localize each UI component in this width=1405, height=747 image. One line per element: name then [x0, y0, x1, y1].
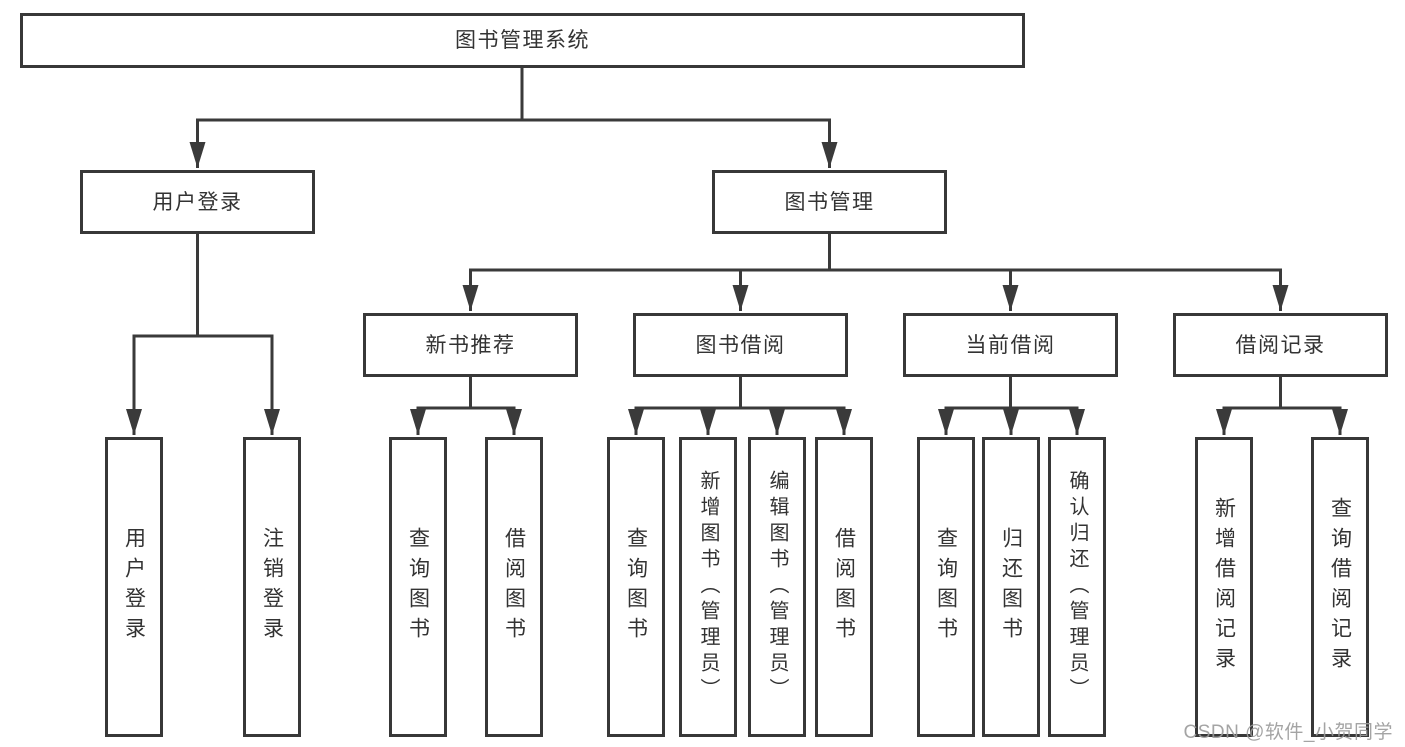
leaf-query-books-borrow: 查询图书: [607, 437, 665, 737]
node-new-book-recommend: 新书推荐: [363, 313, 578, 377]
leaf-query-books-recommend: 查询图书: [389, 437, 447, 737]
leaf-borrow-books: 借阅图书: [815, 437, 873, 737]
leaf-logout: 注销登录: [243, 437, 301, 737]
leaf-borrow-books-recommend: 借阅图书: [485, 437, 543, 737]
node-label: 图书管理系统: [455, 29, 590, 52]
csdn-watermark: CSDN @软件_小贺同学: [1183, 722, 1393, 743]
node-label: 新增借阅记录: [1212, 497, 1236, 677]
node-label: 注销登录: [260, 527, 284, 647]
connector-lines: [126, 68, 1348, 435]
leaf-add-books-admin: 新增图书（管理员）: [679, 437, 737, 737]
node-label: 查询图书: [406, 527, 430, 647]
node-user-login-group: 用户登录: [80, 170, 315, 234]
node-label: 用户登录: [152, 190, 243, 214]
node-label: 借阅记录: [1235, 333, 1326, 357]
leaf-edit-books-admin: 编辑图书（管理员）: [748, 437, 806, 737]
node-label: 用户登录: [122, 527, 146, 647]
node-book-borrowing: 图书借阅: [633, 313, 848, 377]
leaf-confirm-return-admin: 确认归还（管理员）: [1048, 437, 1106, 737]
node-label: 查询借阅记录: [1328, 497, 1352, 677]
node-label: 查询图书: [934, 527, 958, 647]
node-label: 借阅图书: [502, 527, 526, 647]
node-label: 新增图书（管理员）: [697, 470, 719, 704]
leaf-query-books-current: 查询图书: [917, 437, 975, 737]
node-label: 图书借阅: [695, 333, 786, 357]
node-label: 确认归还（管理员）: [1066, 470, 1088, 704]
node-label: 新书推荐: [425, 333, 516, 357]
node-label: 查询图书: [624, 527, 648, 647]
leaf-return-books: 归还图书: [982, 437, 1040, 737]
node-label: 编辑图书（管理员）: [766, 470, 788, 704]
node-book-management-group: 图书管理: [712, 170, 947, 234]
node-borrowing-records: 借阅记录: [1173, 313, 1388, 377]
node-label: 借阅图书: [832, 527, 856, 647]
leaf-user-login: 用户登录: [105, 437, 163, 737]
node-current-borrowing: 当前借阅: [903, 313, 1118, 377]
node-label: 当前借阅: [965, 333, 1056, 357]
leaf-query-borrow-record: 查询借阅记录: [1311, 437, 1369, 737]
node-label: 图书管理: [784, 190, 875, 214]
leaf-add-borrow-record: 新增借阅记录: [1195, 437, 1253, 737]
node-library-management-system: 图书管理系统: [20, 13, 1025, 68]
node-label: 归还图书: [999, 527, 1023, 647]
